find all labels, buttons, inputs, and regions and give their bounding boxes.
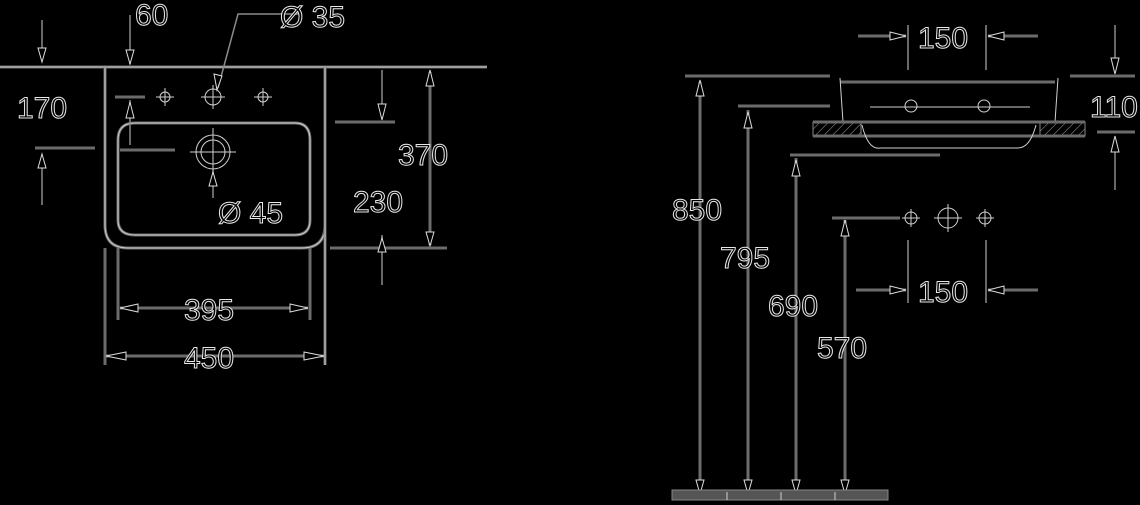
waste-outlet-icon — [190, 128, 236, 176]
tap-hole-right-icon — [254, 88, 272, 106]
dim-60: 60 — [135, 0, 168, 32]
dim-170: 170 — [17, 92, 67, 125]
dim-110: 110 — [1090, 91, 1138, 124]
dim-690: 690 — [768, 290, 818, 323]
dim-450: 450 — [184, 342, 234, 375]
dim-850: 850 — [672, 194, 722, 227]
dim-tap-hole-diameter: Ø 35 — [280, 1, 345, 34]
supply-connection-icons — [902, 204, 994, 232]
tap-hole-center-icon — [201, 85, 225, 109]
dim-230: 230 — [353, 186, 403, 219]
dim-tap-spacing-top: 150 — [918, 22, 968, 55]
top-view: 60 Ø 35 170 Ø 45 370 230 395 450 — [0, 0, 487, 376]
side-view: 150 110 850 795 690 570 — [671, 22, 1138, 501]
dim-370: 370 — [398, 139, 448, 172]
dim-570: 570 — [817, 332, 867, 365]
dim-tap-spacing-bottom: 150 — [918, 276, 968, 309]
dim-waste-diameter: Ø 45 — [218, 197, 283, 230]
dim-795: 795 — [720, 242, 770, 275]
dim-395: 395 — [184, 294, 234, 327]
tap-hole-left-icon — [156, 88, 174, 106]
